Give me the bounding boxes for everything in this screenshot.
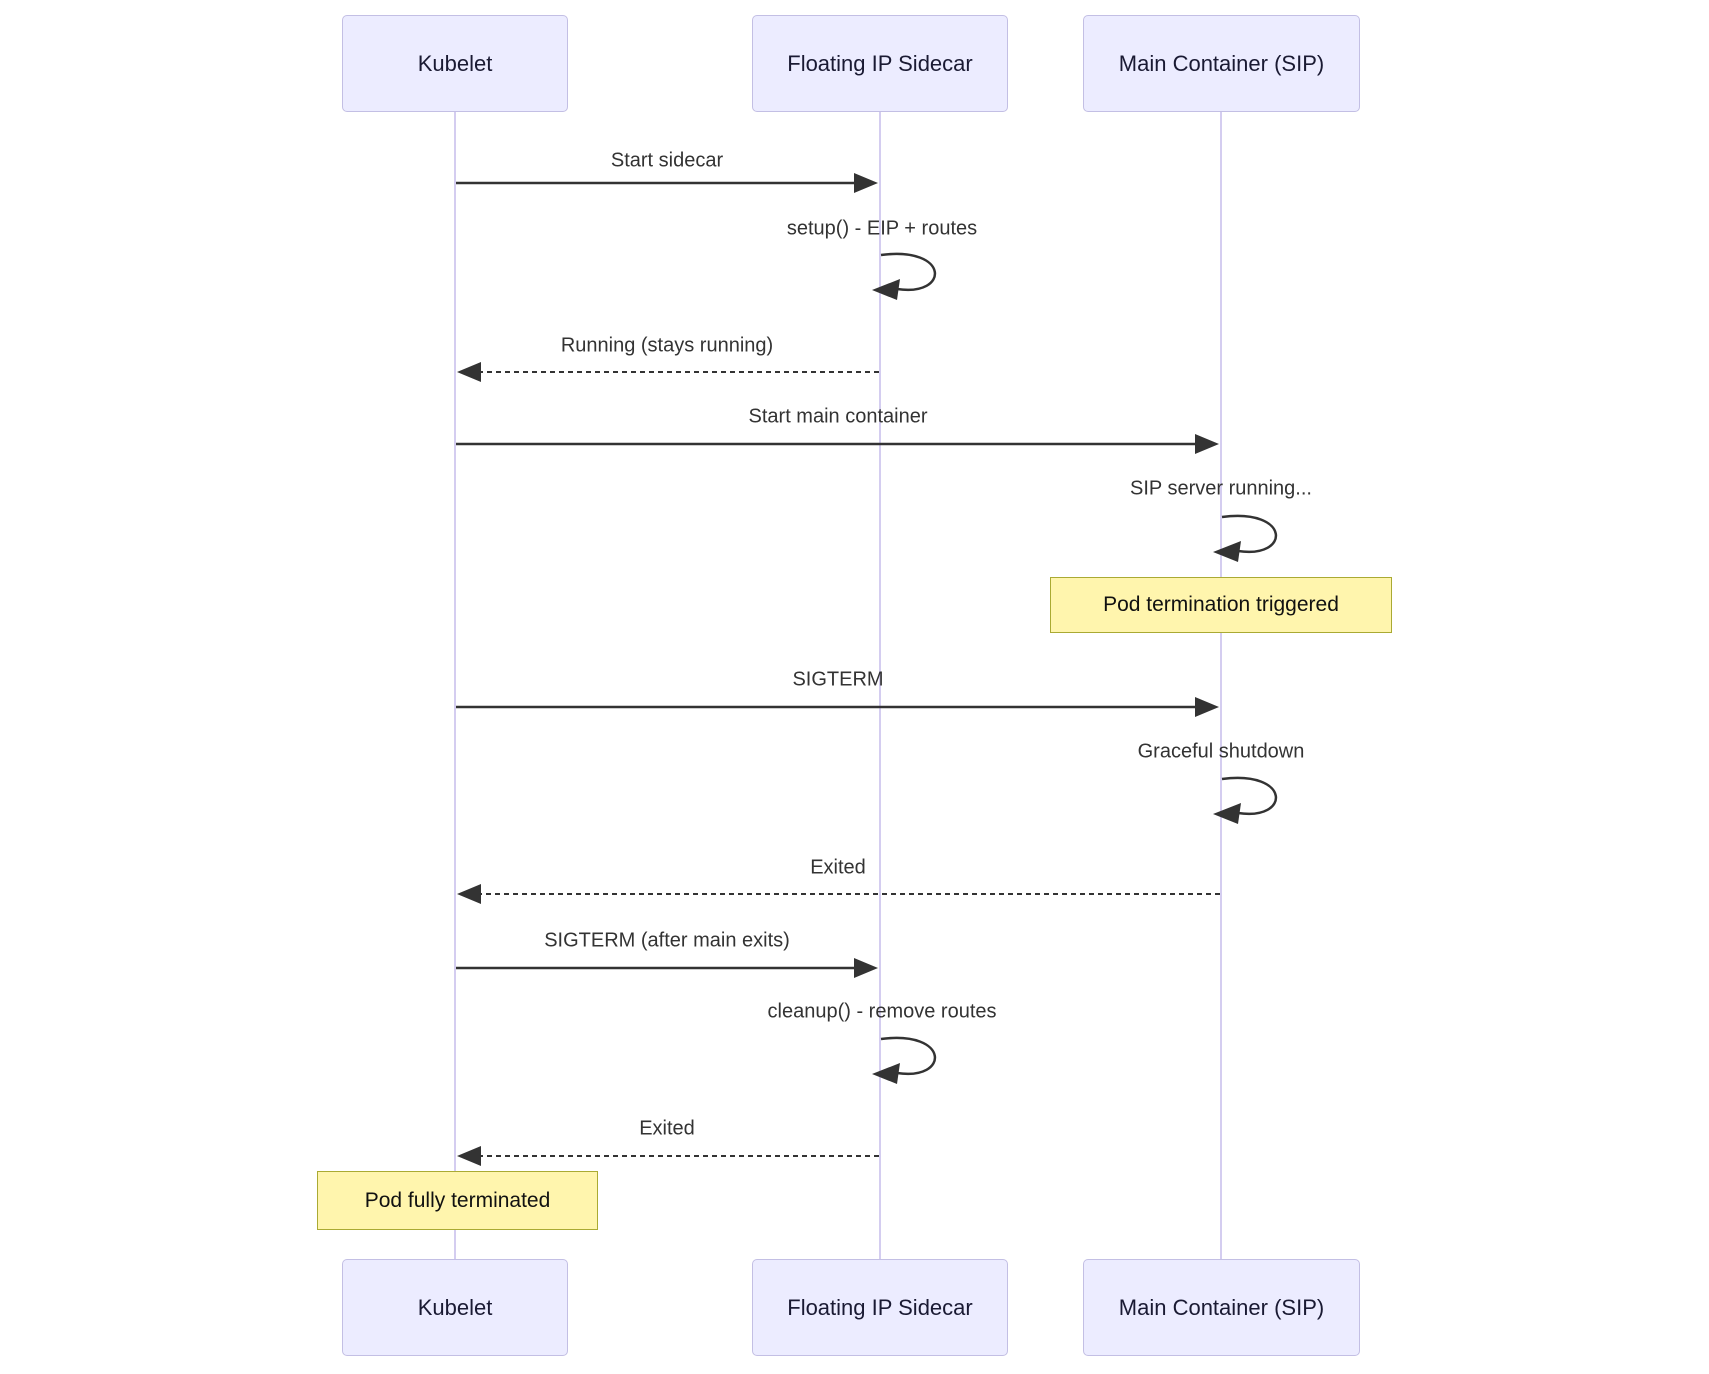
arrowhead-right-icon	[854, 958, 878, 978]
message-label-setup: setup() - EIP + routes	[786, 217, 978, 240]
message-label-graceful: Graceful shutdown	[1137, 740, 1305, 763]
note-label: Pod termination triggered	[1103, 593, 1339, 616]
message-label-start-sidecar: Start sidecar	[610, 149, 724, 172]
self-loop-graceful-shutdown	[1221, 776, 1277, 816]
arrowhead-right-icon	[1195, 697, 1219, 717]
actor-box-main-container-bottom: Main Container (SIP)	[1083, 1259, 1360, 1356]
actor-label: Kubelet	[417, 50, 493, 76]
self-loop-sip-running	[1221, 514, 1277, 554]
arrowhead-right-icon	[854, 173, 878, 193]
arrowhead-left-icon	[1213, 541, 1241, 562]
arrowhead-left-icon	[1213, 803, 1241, 824]
message-label-exited-main: Exited	[810, 856, 866, 879]
message-label-running: Running (stays running)	[560, 334, 774, 357]
arrowhead-right-icon	[1195, 434, 1219, 454]
arrowhead-left-icon	[457, 884, 481, 904]
arrowhead-left-icon	[457, 362, 481, 382]
actor-label: Floating IP Sidecar	[787, 1294, 973, 1320]
arrowhead-left-icon	[457, 1146, 481, 1166]
self-loop-cleanup	[880, 1036, 936, 1076]
actor-box-floating-ip-sidecar-bottom: Floating IP Sidecar	[752, 1259, 1008, 1356]
message-label-sigterm-after: SIGTERM (after main exits)	[544, 929, 790, 952]
note-label: Pod fully terminated	[364, 1188, 551, 1212]
message-label-start-main: Start main container	[748, 405, 928, 428]
actor-box-kubelet-top: Kubelet	[342, 15, 568, 112]
note-pod-termination-triggered: Pod termination triggered	[1050, 577, 1392, 633]
actor-box-floating-ip-sidecar-top: Floating IP Sidecar	[752, 15, 1008, 112]
message-label-sip-running: SIP server running...	[1130, 477, 1312, 500]
arrowhead-left-icon	[872, 1063, 900, 1084]
arrowhead-left-icon	[872, 279, 900, 300]
actor-box-kubelet-bottom: Kubelet	[342, 1259, 568, 1356]
actor-label: Floating IP Sidecar	[787, 50, 973, 76]
actor-label: Main Container (SIP)	[1118, 50, 1325, 76]
message-label-exited-sidecar: Exited	[639, 1117, 695, 1140]
actor-label: Kubelet	[417, 1294, 493, 1320]
message-label-sigterm: SIGTERM	[792, 668, 884, 691]
note-pod-fully-terminated: Pod fully terminated	[317, 1171, 598, 1230]
actor-box-main-container-top: Main Container (SIP)	[1083, 15, 1360, 112]
message-label-cleanup: cleanup() - remove routes	[767, 1000, 997, 1023]
self-loop-setup	[880, 252, 936, 292]
actor-label: Main Container (SIP)	[1118, 1294, 1325, 1320]
